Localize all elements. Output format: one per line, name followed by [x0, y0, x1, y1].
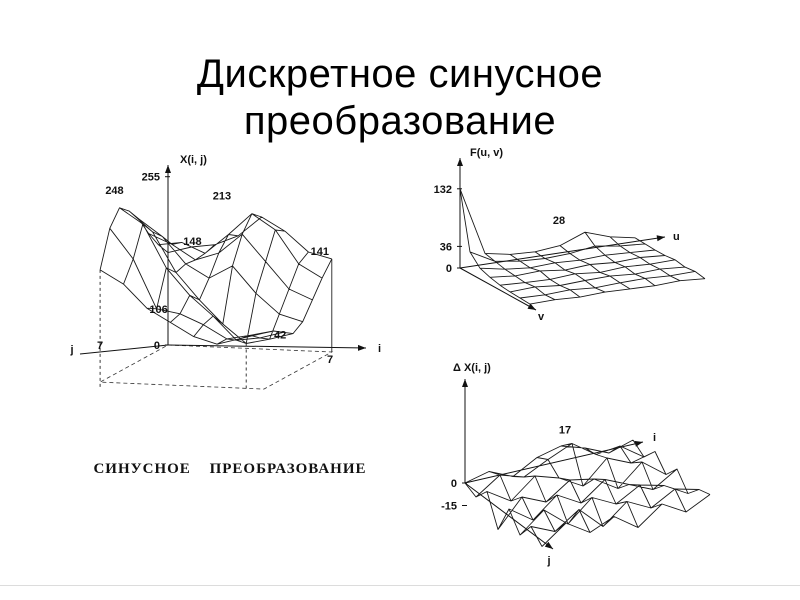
svg-text:i: i [653, 432, 656, 444]
svg-text:X(i, j): X(i, j) [180, 154, 207, 166]
svg-text:u: u [673, 231, 680, 243]
svg-text:0: 0 [451, 478, 457, 490]
slide-title-line2: преобразование [243, 98, 557, 143]
chart-delta-xij-surface: 0 -15 Δ X(i, j) i j 17 [441, 362, 711, 567]
svg-text:-15: -15 [441, 501, 457, 513]
slide-bottom-divider [0, 585, 800, 586]
svg-text:i: i [378, 343, 381, 355]
svg-text:7: 7 [97, 340, 103, 352]
figure-caption: СИНУСНОЕ ПРЕОБРАЗОВАНИЕ [93, 461, 367, 477]
svg-text:28: 28 [553, 215, 565, 227]
svg-text:Δ X(i, j): Δ X(i, j) [453, 362, 491, 374]
svg-text:v: v [538, 311, 545, 323]
chart-xij-surface: 255 0 X(i, j) i j 7 7 248 213 148 141 106 42 [69, 154, 381, 390]
slide-title-line1: Дискретное синусное [196, 51, 604, 96]
svg-text:17: 17 [559, 425, 571, 437]
svg-text:F(u, v): F(u, v) [470, 147, 503, 159]
svg-text:42: 42 [274, 330, 286, 342]
svg-text:141: 141 [311, 246, 329, 258]
chart-fuv-surface: 132 36 0 F(u, v) u v 28 [434, 147, 706, 323]
svg-text:j: j [546, 555, 550, 567]
svg-text:132: 132 [434, 184, 452, 196]
svg-text:106: 106 [149, 304, 167, 316]
svg-text:7: 7 [327, 354, 333, 366]
svg-text:148: 148 [183, 236, 201, 248]
svg-text:j: j [69, 344, 73, 356]
svg-text:36: 36 [440, 241, 452, 253]
svg-text:0: 0 [446, 263, 452, 275]
svg-text:0: 0 [154, 340, 160, 352]
svg-text:213: 213 [213, 191, 231, 203]
svg-text:248: 248 [105, 185, 123, 197]
svg-text:255: 255 [142, 172, 160, 184]
